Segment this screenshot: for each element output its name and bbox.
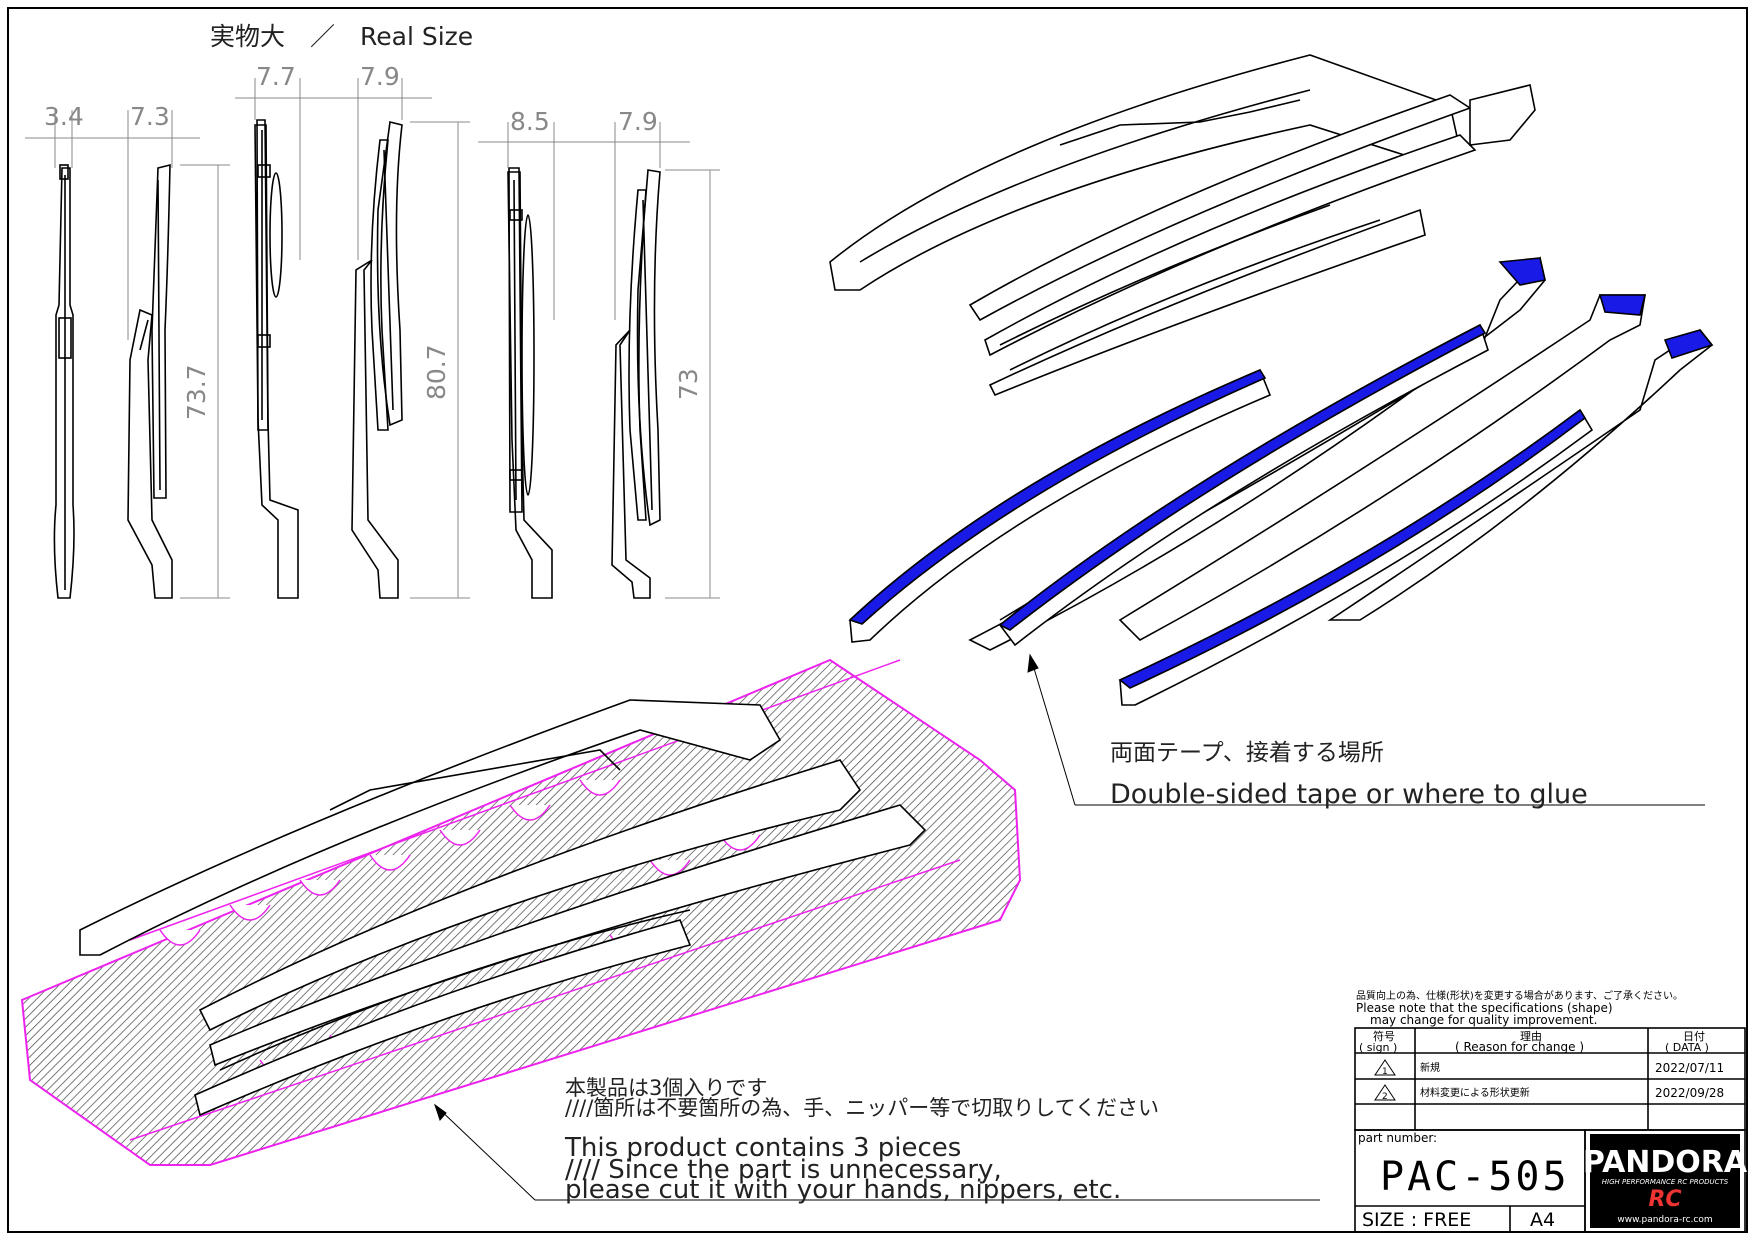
col-reason-en: ( Reason for change ) (1455, 1040, 1584, 1054)
orthographic-views (53, 119, 661, 599)
col-date-en: ( DATA ) (1665, 1041, 1709, 1054)
revision-date: 2022/07/11 (1655, 1061, 1724, 1075)
revision-reason: 材料変更による形状更新 (1420, 1086, 1530, 1099)
logo-url: www.pandora-rc.com (1617, 1215, 1712, 1225)
paper-size: A4 (1530, 1209, 1555, 1231)
isometric-wipers-top (829, 54, 1536, 397)
pieces-callout-jp-2: ////箇所は不要箇所の為、手、ニッパー等で切取りしてください (565, 1096, 1159, 1120)
logo-tagline: HIGH PERFORMANCE RC PRODUCTS (1602, 1178, 1729, 1186)
dim-view2-width-b: 7.9 (360, 62, 400, 91)
dim-view1-width-a: 3.4 (44, 102, 84, 131)
view-3-front (507, 167, 553, 599)
view-2-front (254, 119, 299, 599)
pieces-callout-en-3: please cut it with your hands, nippers, … (565, 1175, 1121, 1205)
revision-sign: 2 (1382, 1092, 1388, 1102)
revision-sign: 1 (1382, 1067, 1388, 1077)
dim-view1-height: 73.7 (182, 364, 211, 420)
sheet-border (7, 7, 1748, 1233)
revision-row: 1 新規 2022/07/11 (1374, 1059, 1724, 1077)
pandora-rc-logo: PANDORA HIGH PERFORMANCE RC PRODUCTS RC … (1583, 1134, 1748, 1228)
view-3-side (611, 169, 661, 599)
pieces-leader (434, 1103, 1320, 1201)
revision-date: 2022/09/28 (1655, 1086, 1724, 1100)
pieces-callout-en-2: //// Since the part is unnecessary, (565, 1155, 1002, 1185)
dim-view3-width-b: 7.9 (618, 107, 658, 136)
pieces-callout-en-1: This product contains 3 pieces (564, 1133, 961, 1163)
logo-brand: PANDORA (1583, 1145, 1748, 1180)
title-block: 品質向上の為、仕様(形状)を変更する場合があります、ご了承ください。 Pleas… (1354, 989, 1748, 1233)
tape-leader (1027, 653, 1705, 806)
view-1-front (53, 164, 75, 599)
part-number-label: part number: (1358, 1131, 1437, 1145)
revision-row: 2 材料変更による形状更新 2022/09/28 (1374, 1084, 1724, 1102)
tape-callout-en: Double-sided tape or where to glue (1110, 779, 1588, 810)
dim-view3-height: 73 (674, 368, 703, 400)
size-label: SIZE : FREE (1362, 1209, 1471, 1231)
dimension-labels: 3.4 7.3 73.7 7.7 7.9 80.7 8.5 7.9 73 (44, 62, 703, 420)
tape-callout-jp: 両面テープ、接着する場所 (1110, 740, 1384, 766)
logo-rc: RC (1648, 1187, 1681, 1212)
dim-view2-height: 80.7 (422, 344, 451, 400)
sheet-header-title: 実物大 ／ Real Size (210, 22, 473, 51)
view-2-side (351, 121, 403, 599)
isometric-wipers-taped (848, 256, 1714, 706)
col-sign-en: ( sign ) (1359, 1041, 1397, 1054)
pieces-callout-jp-1: 本製品は3個入りです (565, 1076, 767, 1100)
spec-note-jp: 品質向上の為、仕様(形状)を変更する場合があります、ご了承ください。 (1356, 989, 1683, 1002)
dim-view2-width-a: 7.7 (256, 62, 296, 91)
tray-wipers (79, 699, 927, 1117)
col-sign-jp: 符号 (1373, 1030, 1395, 1043)
part-number: PAC-505 (1380, 1154, 1570, 1200)
dim-view1-width-b: 7.3 (130, 102, 170, 131)
revision-reason: 新規 (1420, 1061, 1440, 1074)
col-date-jp: 日付 (1683, 1030, 1705, 1043)
dim-view3-width-a: 8.5 (510, 107, 550, 136)
spec-note-en-1: Please note that the specifications (sha… (1356, 1001, 1613, 1015)
pieces-callout: 本製品は3個入りです ////箇所は不要箇所の為、手、ニッパー等で切取りしてくだ… (564, 1076, 1159, 1205)
col-reason-jp: 理由 (1520, 1029, 1542, 1043)
spec-note-en-2: may change for quality improvement. (1370, 1013, 1597, 1027)
view-1-side (127, 163, 173, 599)
dimension-lines (25, 78, 720, 599)
